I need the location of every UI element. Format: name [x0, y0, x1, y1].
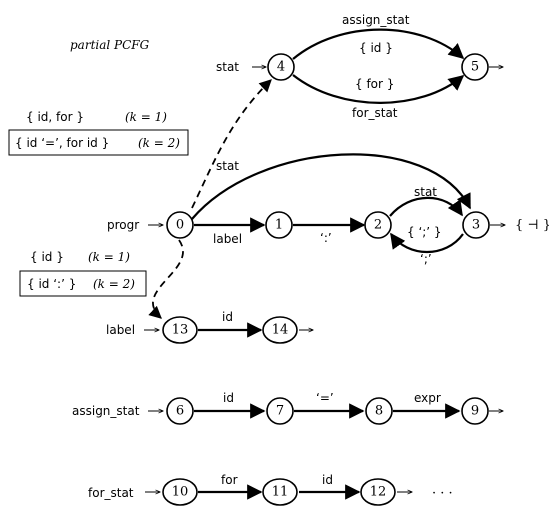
node-2: 2 — [364, 211, 392, 239]
call-arrow-0-to-4 — [191, 79, 272, 209]
edge-2-3-label: stat — [414, 185, 437, 199]
stat-lookahead-k1: { id, for } — [26, 110, 84, 124]
node-10-label: 10 — [172, 485, 189, 500]
edge-4-5-top — [292, 28, 465, 60]
edge-0-1-label: label — [213, 232, 242, 246]
edge-8-9-label: expr — [414, 391, 441, 405]
edge-4-5-bottom-set: { for } — [355, 77, 394, 91]
edge-3-2-set: { ‘;’ } — [407, 225, 442, 239]
node-11-label: 11 — [272, 485, 289, 500]
node-1-label: 1 — [275, 218, 283, 233]
label-lookahead-k1: { id } — [30, 250, 64, 264]
stat-lookahead-k2: { id ‘=’, for id } — [15, 136, 109, 150]
node-14-label: 14 — [272, 323, 289, 338]
node-7-label: 7 — [276, 404, 284, 419]
node-12-label: 12 — [370, 485, 387, 500]
label-lookahead-k2: { id ‘:’ } — [27, 277, 76, 291]
call-arrow-0-to-13 — [148, 239, 184, 319]
stat-lookahead-k2-box — [8, 129, 189, 156]
node-12: 12 — [360, 478, 396, 506]
edge-0-3-label: stat — [216, 159, 239, 173]
edge-11-12-label: id — [322, 473, 333, 487]
edge-4-5-top-set: { id } — [359, 41, 393, 55]
edge-10-11-label: for — [221, 473, 238, 487]
node-8-label: 8 — [375, 404, 383, 419]
node-1: 1 — [265, 211, 293, 239]
diagram-title: partial PCFG — [70, 38, 150, 52]
label-lookahead-k1-label: (k = 1) — [88, 250, 130, 264]
node-5-label: 5 — [471, 60, 479, 75]
node-3-final-set: { ⊣ } — [515, 218, 549, 233]
ellipsis: · · · — [432, 486, 453, 501]
node-3-label: 3 — [472, 218, 480, 233]
edge-0-3 — [191, 153, 471, 220]
edge-3-2-label: ‘;’ — [420, 252, 432, 266]
node-9-label: 9 — [471, 404, 479, 419]
node-7: 7 — [266, 397, 294, 425]
node-4: 4 — [267, 53, 295, 81]
node-3: 3 — [462, 211, 490, 239]
node-10: 10 — [162, 478, 198, 506]
node-5: 5 — [461, 53, 489, 81]
progr-start-label: progr — [107, 218, 139, 232]
node-13: 13 — [162, 316, 198, 344]
edge-1-2-label: ‘:’ — [320, 231, 332, 245]
edge-7-8-label: ‘=’ — [316, 391, 334, 405]
node-0: 0 — [166, 211, 194, 239]
node-13-label: 13 — [172, 323, 189, 338]
label-lookahead-k2-box — [19, 270, 147, 297]
edge-4-5-bottom — [292, 74, 465, 104]
stat-lookahead-k2-label: (k = 2) — [138, 136, 180, 150]
edge-13-14-label: id — [222, 310, 233, 324]
edge-3-2 — [390, 232, 464, 254]
edge-4-5-top-label: assign_stat — [342, 13, 410, 27]
node-11: 11 — [262, 478, 298, 506]
for-stat-start-label: for_stat — [88, 486, 134, 500]
label-lookahead-k2-label: (k = 2) — [93, 277, 135, 291]
edge-2-3 — [389, 196, 463, 217]
node-8: 8 — [365, 397, 393, 425]
node-4-label: 4 — [277, 60, 285, 75]
node-2-label: 2 — [374, 218, 382, 233]
edge-4-5-bottom-label: for_stat — [352, 106, 398, 120]
node-0-label: 0 — [176, 218, 184, 233]
label-start-label: label — [106, 323, 135, 337]
node-6-label: 6 — [176, 404, 184, 419]
stat-start-label: stat — [216, 60, 239, 74]
node-14: 14 — [262, 316, 298, 344]
node-9: 9 — [461, 397, 489, 425]
node-6: 6 — [166, 397, 194, 425]
stat-lookahead-k1-label: (k = 1) — [125, 110, 167, 124]
assign-stat-start-label: assign_stat — [72, 404, 140, 418]
edge-6-7-label: id — [223, 391, 234, 405]
